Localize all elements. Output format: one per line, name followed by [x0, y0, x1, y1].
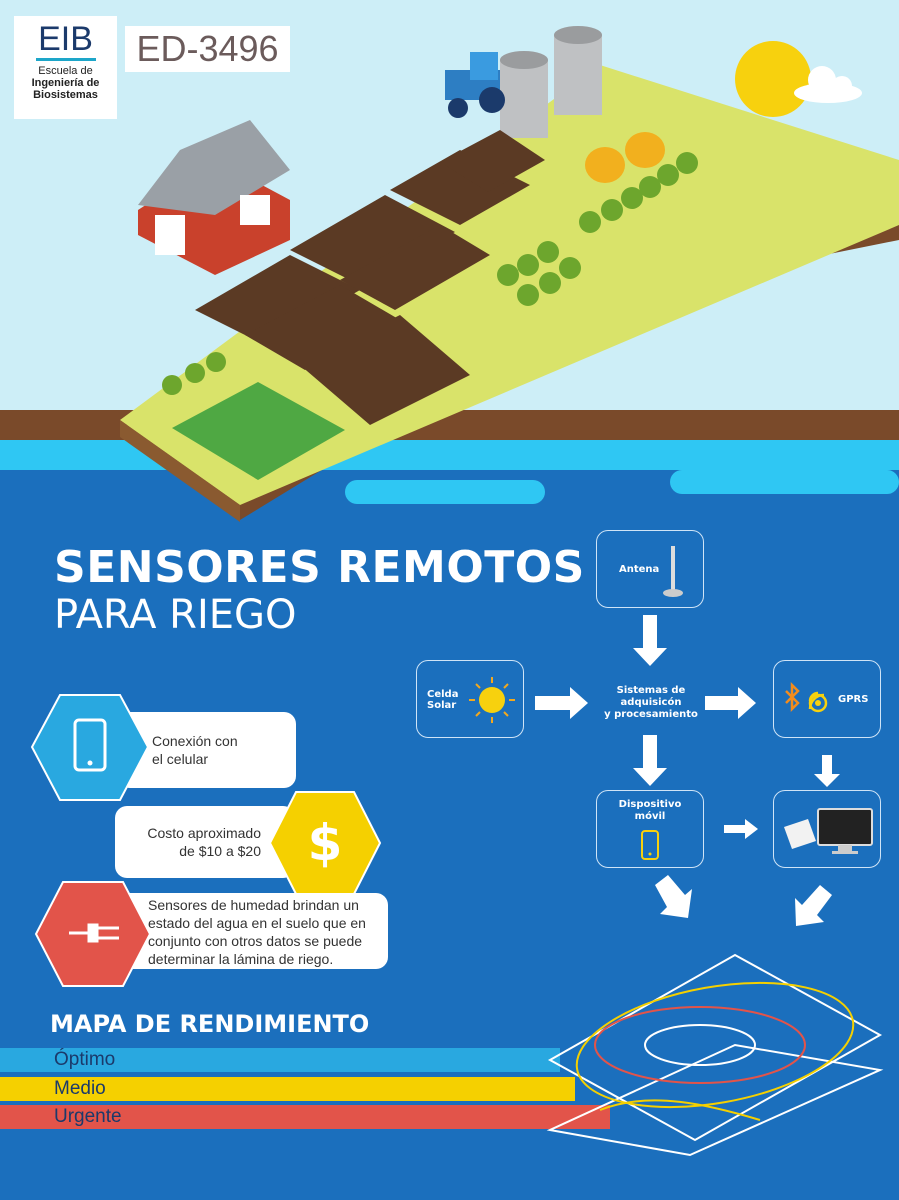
- logo-underline: [35, 58, 96, 61]
- soil-sensor-icon: [69, 923, 119, 943]
- phone-hexagon: [30, 694, 150, 801]
- mobile-label-a: Dispositivo: [618, 799, 682, 810]
- sensor-hexagon: [34, 881, 152, 987]
- legend-medio-label: Medio: [54, 1078, 106, 1099]
- logo-line-1: Escuela de: [38, 65, 93, 77]
- solar-label-b: Solar: [427, 700, 457, 711]
- silo-icon: [500, 26, 602, 138]
- email-computer-icon: [784, 808, 873, 854]
- feature-sensor-text-c: conjunto con otros datos se puede: [148, 933, 363, 949]
- arrow-diagonal-icon: [655, 875, 692, 918]
- bluetooth-wifi-icon: [785, 681, 828, 713]
- cloud-icon: [794, 66, 862, 103]
- tree-icon: [162, 152, 698, 395]
- feature-sensor-text-b: estado del agua en el suelo que en: [148, 915, 366, 931]
- logo-line-3: Biosistemas: [33, 89, 98, 101]
- yield-map-illustration: [546, 953, 884, 1157]
- dollar-icon: $: [308, 814, 343, 872]
- sun-icon: [735, 41, 811, 117]
- gprs-label: GPRS: [838, 694, 869, 705]
- arrow-right-icon: [535, 687, 588, 719]
- feature-sensor-text-a: Sensores de humedad brindan un: [148, 897, 359, 913]
- map-top-layer: [547, 953, 883, 1142]
- arrow-down-icon: [633, 615, 667, 666]
- processing-system-label: Sistemas de adquisicón y procesamiento: [596, 685, 706, 721]
- legend-urgente: Urgente: [0, 1105, 610, 1129]
- solar-label-a: Celda: [427, 689, 459, 700]
- arrow-right-icon: [724, 819, 758, 839]
- legend-medio: Medio: [0, 1077, 575, 1101]
- tractor-icon: [445, 52, 505, 118]
- gprs-box: GPRS: [773, 660, 881, 738]
- feature-cost-text-b: de $10 a $20: [179, 843, 261, 859]
- smartphone-icon: [73, 718, 107, 772]
- mobile-phone-icon: [641, 830, 659, 860]
- arrow-down-icon: [633, 735, 667, 786]
- legend-optimo-label: Óptimo: [54, 1049, 116, 1070]
- antenna-icon: [663, 546, 683, 597]
- feature-sensor-text-d: determinar la lámina de riego.: [148, 951, 334, 967]
- feature-card-sensor: Sensores de humedad brindan un estado de…: [110, 893, 388, 969]
- map-bottom-layer: [546, 1043, 884, 1157]
- institution-logo: EIB Escuela de Ingeniería de Biosistemas: [14, 16, 117, 119]
- processing-label-c: y procesamiento: [604, 709, 698, 720]
- arrow-down-icon: [814, 755, 840, 787]
- feature-phone-text-b: el celular: [152, 751, 209, 767]
- page-subtitle: PARA RIEGO: [54, 592, 297, 638]
- feature-card-cost: Costo aproximado de $10 a $20: [115, 806, 295, 878]
- hay-icon: [585, 147, 625, 183]
- arrow-right-icon: [705, 687, 756, 719]
- feature-card-phone: Conexión con el celular: [118, 712, 296, 788]
- mobile-label-b: móvil: [634, 811, 666, 822]
- farm-illustration: [120, 26, 899, 522]
- processing-label-a: Sistemas de: [616, 685, 686, 696]
- legend-urgente-label: Urgente: [54, 1106, 122, 1127]
- logo-acronym: EIB: [38, 20, 93, 58]
- yield-map-title: MAPA DE RENDIMIENTO: [50, 1010, 370, 1038]
- logo-line-2: Ingeniería de: [31, 77, 100, 89]
- computer-box: [773, 790, 881, 868]
- legend-optimo: Óptimo: [0, 1048, 560, 1072]
- document-code: ED-3496: [125, 26, 290, 72]
- antenna-label: Antena: [619, 564, 660, 575]
- solar-sun-icon: [469, 677, 515, 723]
- arrow-diagonal-icon: [795, 885, 832, 926]
- antenna-box: Antena: [596, 530, 704, 608]
- feature-phone-text-a: Conexión con: [152, 733, 238, 749]
- feature-cost-text-a: Costo aproximado: [147, 825, 261, 841]
- barn-icon: [138, 120, 290, 275]
- solar-cell-box: Celda Solar: [416, 660, 524, 738]
- page-title: SENSORES REMOTOS: [54, 542, 585, 593]
- processing-label-b: adquisicón: [620, 697, 682, 708]
- mobile-device-box: Dispositivo móvil: [596, 790, 704, 868]
